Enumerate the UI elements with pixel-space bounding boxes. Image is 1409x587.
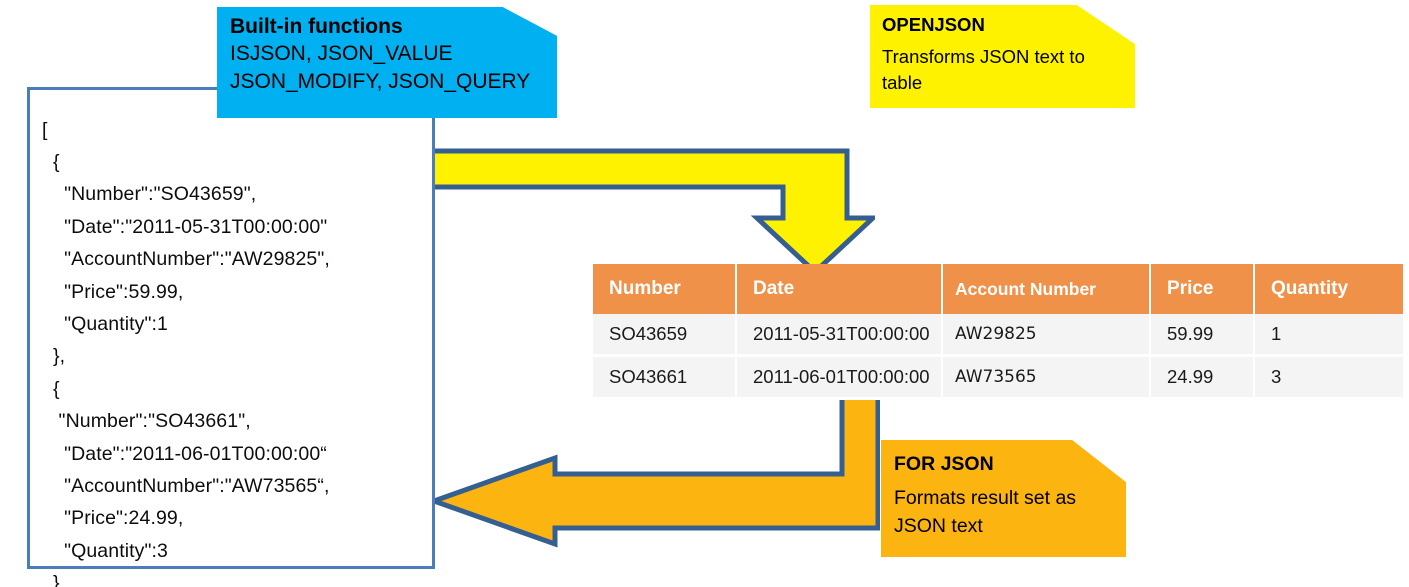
table-header-row: Number Date Account Number Price Quantit… xyxy=(593,264,1403,314)
cell-date: 2011-05-31T00:00:00 xyxy=(736,314,943,357)
openjson-arrow-icon xyxy=(425,148,875,276)
json-document-panel: [ { "Number":"SO43659", "Date":"2011-05-… xyxy=(27,87,435,587)
callout-built-in-functions: Built-in functions ISJSON, JSON_VALUE JS… xyxy=(217,7,557,118)
json-document-text: [ { "Number":"SO43659", "Date":"2011-05-… xyxy=(42,118,330,587)
cell-date: 2011-06-01T00:00:00 xyxy=(736,355,943,400)
cell-account-number: AW73565 xyxy=(942,355,1151,400)
callout-openjson-title: OPENJSON xyxy=(882,14,985,35)
table-row: SO43659 2011-05-31T00:00:00 AW29825 59.9… xyxy=(593,314,1403,357)
table-header-number: Number xyxy=(593,264,737,314)
cell-account-number: AW29825 xyxy=(942,314,1151,357)
callout-for-json-title: FOR JSON xyxy=(894,453,994,475)
callout-built-in-functions-line2: JSON_MODIFY, JSON_QUERY xyxy=(230,70,531,93)
callout-openjson: OPENJSON Transforms JSON text to table xyxy=(870,5,1135,108)
cell-price: 59.99 xyxy=(1150,314,1255,357)
table-header-quantity: Quantity xyxy=(1254,264,1403,314)
table-header-account-number: Account Number xyxy=(942,264,1151,314)
cell-price: 24.99 xyxy=(1150,355,1255,400)
result-table: Number Date Account Number Price Quantit… xyxy=(593,264,1403,400)
cell-number: SO43659 xyxy=(593,314,737,357)
callout-openjson-body: Transforms JSON text to table xyxy=(882,46,1085,93)
forjson-arrow-icon xyxy=(430,389,880,548)
callout-for-json: FOR JSON Formats result set as JSON text xyxy=(881,440,1126,557)
table-row: SO43661 2011-06-01T00:00:00 AW73565 24.9… xyxy=(593,355,1403,400)
callout-built-in-functions-title: Built-in functions xyxy=(230,15,403,38)
table-header-price: Price xyxy=(1150,264,1255,314)
callout-for-json-body: Formats result set as JSON text xyxy=(894,487,1077,537)
cell-number: SO43661 xyxy=(593,355,737,400)
cell-quantity: 1 xyxy=(1254,314,1403,357)
cell-quantity: 3 xyxy=(1254,355,1403,400)
callout-built-in-functions-line1: ISJSON, JSON_VALUE xyxy=(230,42,453,65)
table-header-date: Date xyxy=(736,264,943,314)
